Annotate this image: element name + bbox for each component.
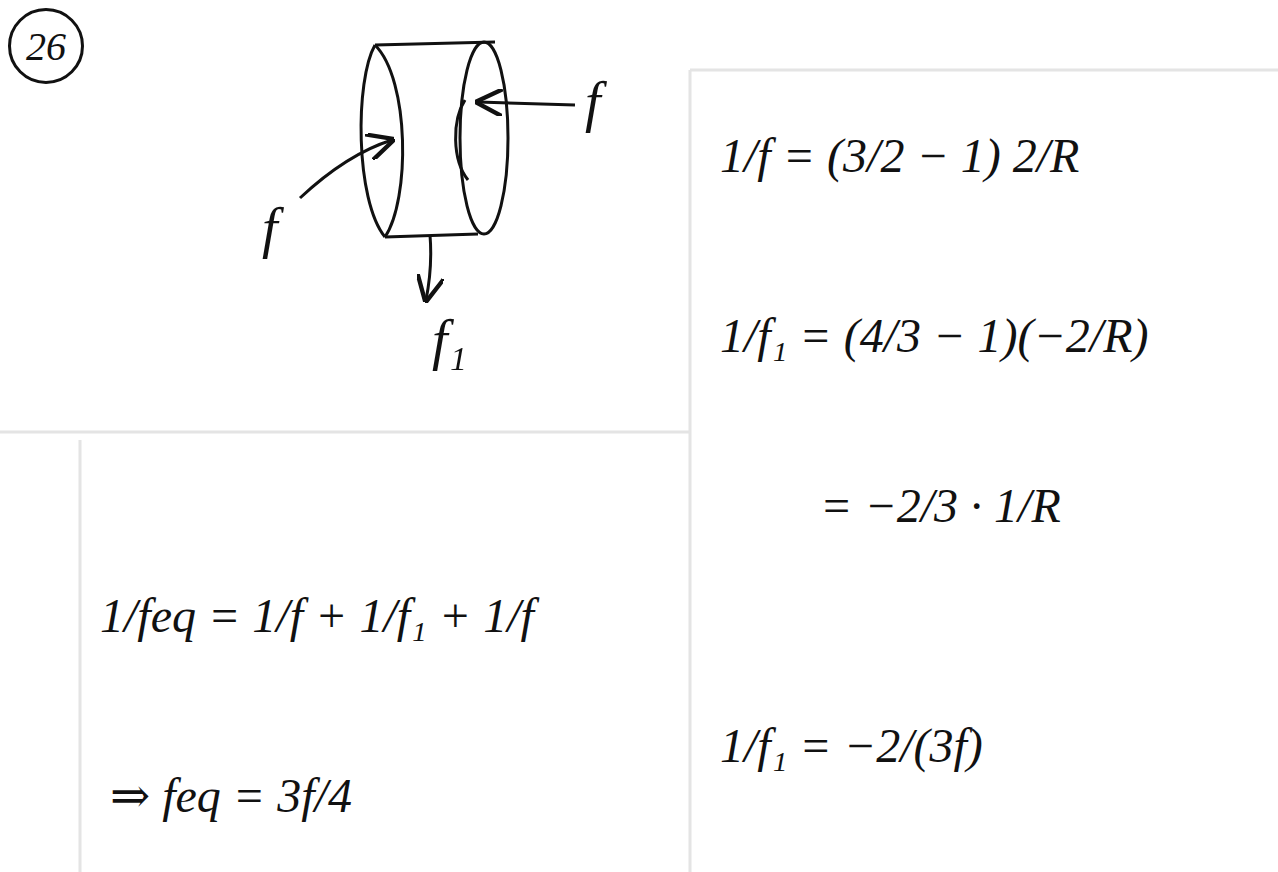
cylinder-drawing [361,42,508,237]
part-label: f₁ [432,310,467,372]
panel-borders [0,70,1278,872]
part-label: f [262,198,278,260]
question-number-circle: 26 [8,8,84,84]
equation: = −2/3 · 1/R [820,480,1061,533]
equation: ⇒ feq = 3f/4 [110,770,352,823]
equation: 1/f = (3/2 − 1) 2/R [720,130,1079,183]
equation: 1/f₁ = (4/3 − 1)(−2/R) [720,310,1148,363]
equation: 1/feq = 1/f + 1/f₁ + 1/f [100,590,534,643]
leader-arrows [300,102,575,300]
equation: 1/f₁ = −2/(3f) [720,720,983,773]
part-label: f [585,72,601,134]
question-number: 26 [26,23,66,70]
